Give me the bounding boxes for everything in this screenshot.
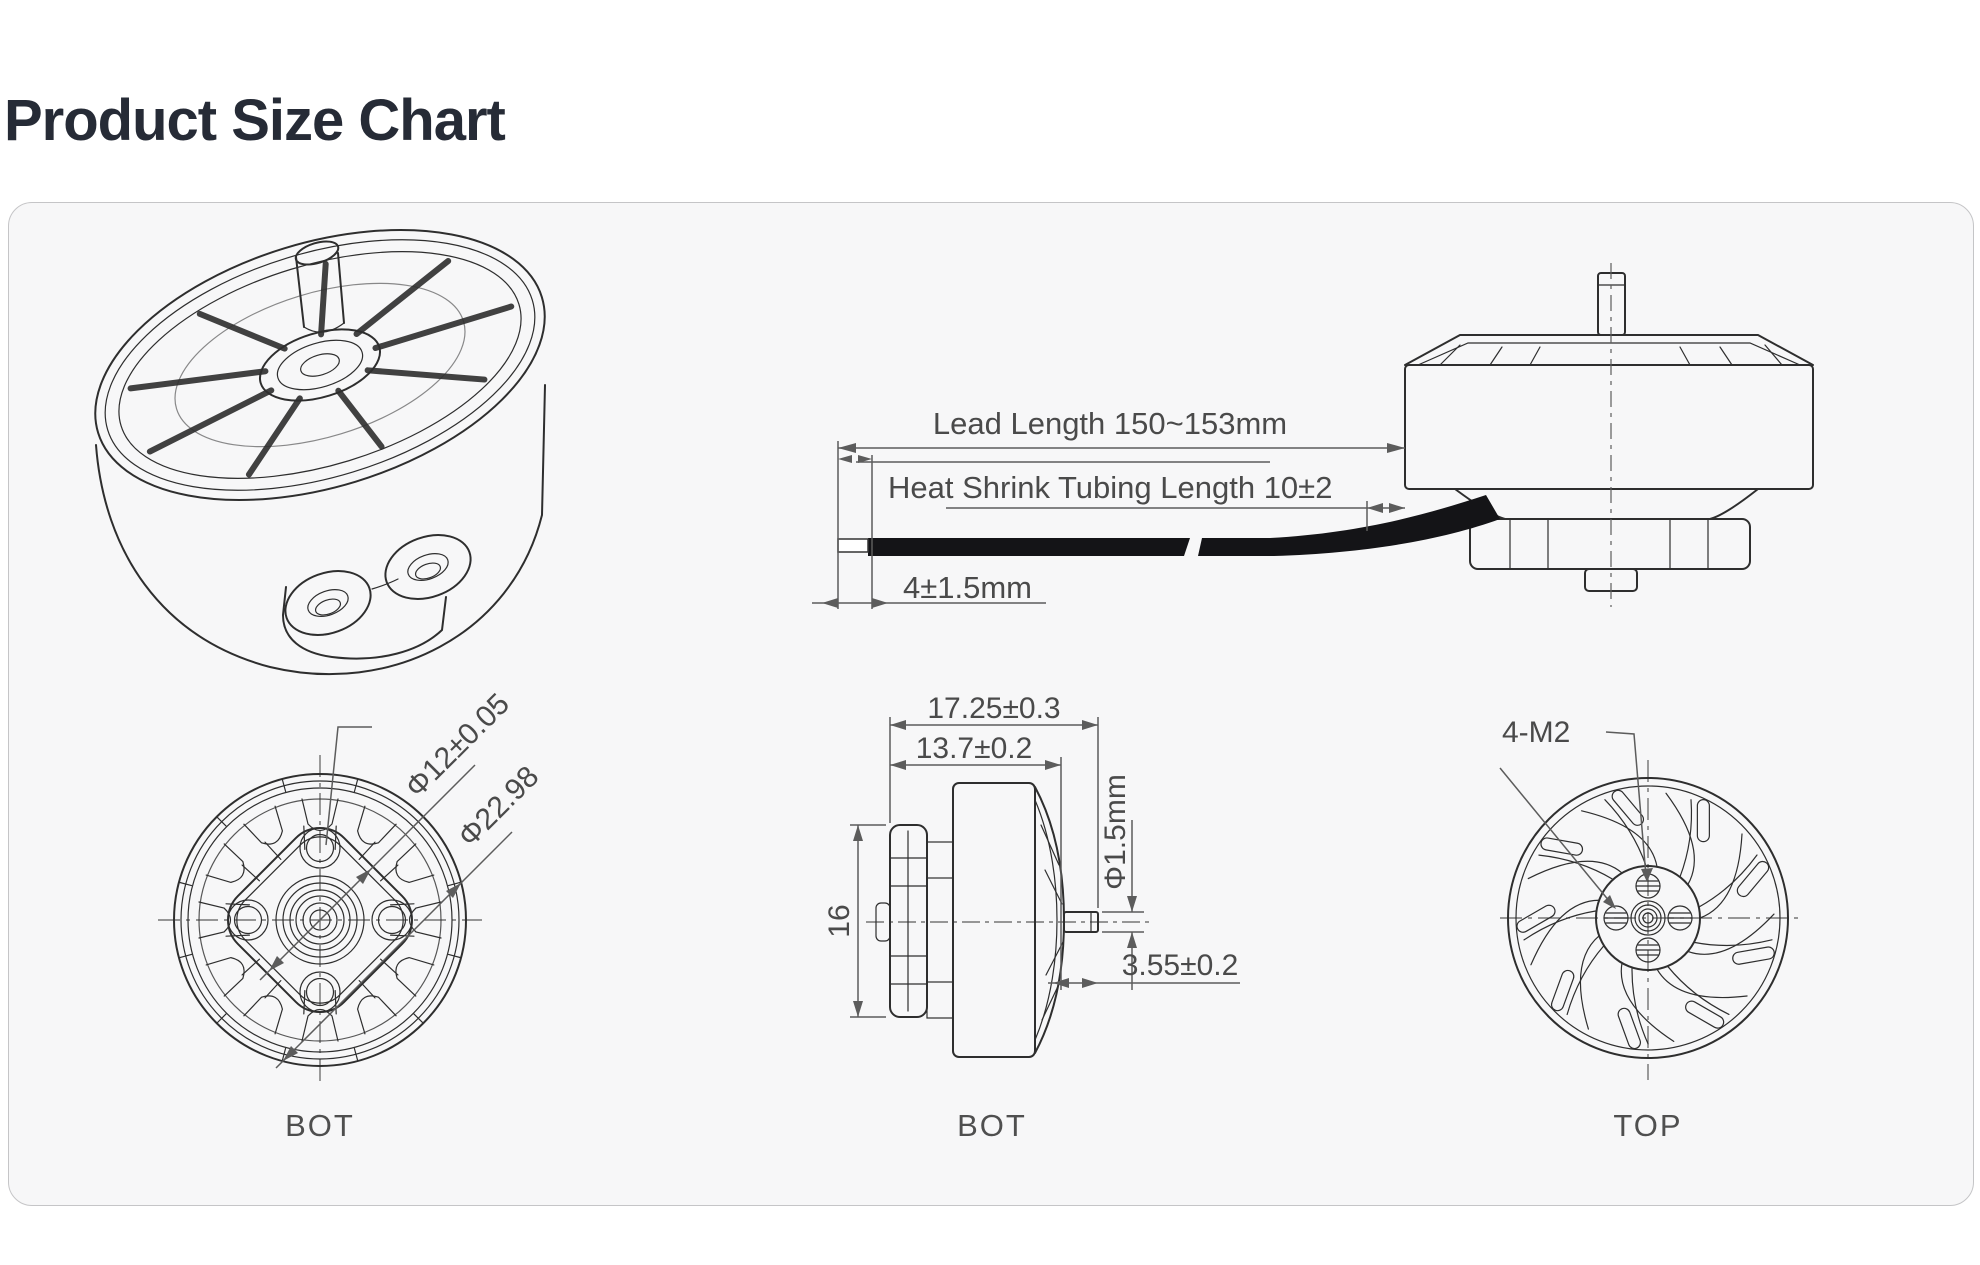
bottom-view-caption: BOT [285,1108,355,1143]
body-length-dimension: 13.7±0.2 [915,732,1033,765]
lead-length-dimension: Lead Length 150~153mm [932,406,1288,441]
side-profile-caption: BOT [957,1108,1027,1143]
flange-height-dimension: 16 [823,904,856,938]
exposed-wire-dimension: 4±1.5mm [903,570,1032,605]
mounting-holes-dimension: 4-M2 [1502,716,1571,749]
shaft-length-dimension: 3.55±0.2 [1121,949,1239,982]
heat-shrink-dimension: Heat Shrink Tubing Length 10±2 [888,470,1333,505]
side-profile-drawing [850,717,1240,1058]
page-title: Product Size Chart [4,87,506,153]
top-view-caption: TOP [1613,1108,1683,1143]
bottom-view-drawing [158,726,513,1085]
side-view-wire-drawing [812,263,1814,609]
isometric-motor-drawing [94,229,546,676]
shaft-diameter-dimension: Φ1.5mm [1099,774,1132,890]
overall-length-dimension: 17.25±0.3 [927,692,1061,725]
top-view-drawing [1499,731,1800,1080]
